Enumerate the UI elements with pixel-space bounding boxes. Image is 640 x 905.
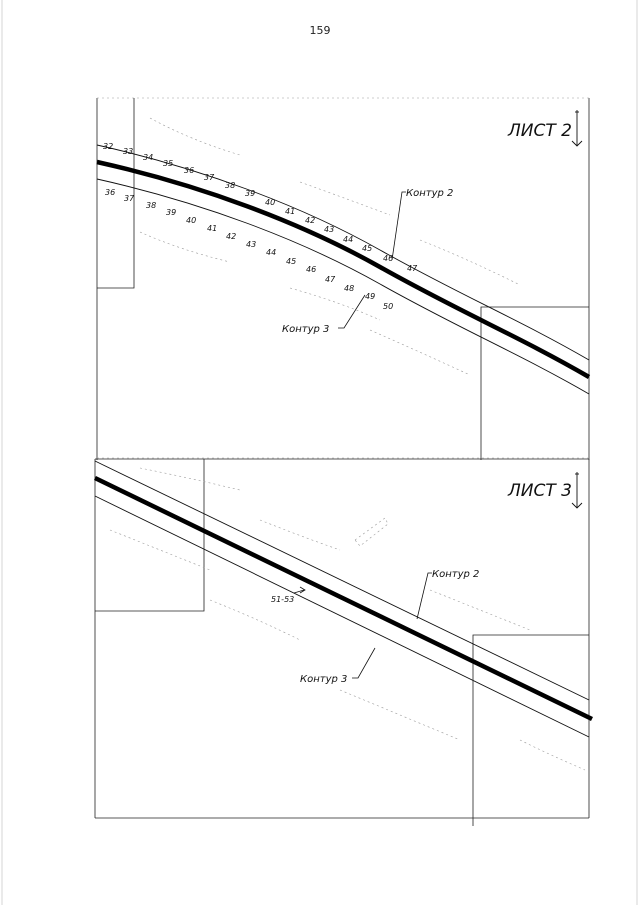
- point-label: 38: [146, 201, 156, 210]
- sheet-2-contour-2-line: [96, 144, 590, 361]
- sheet-2-contour-3-label: Контур 3: [282, 324, 329, 335]
- point-label: 42: [305, 216, 315, 225]
- sheet-2-lower-point-labels: 36 37 38 39 40 41 42 43 44 45 46 47 48 4…: [105, 188, 393, 311]
- point-label: 33: [123, 147, 133, 156]
- point-label: 36: [184, 166, 194, 175]
- sheet-3-dashed-feature: [209, 599, 301, 641]
- point-label: 37: [124, 194, 135, 203]
- sheet-3-dashed-feature: [354, 517, 389, 547]
- sheet-2-contour-2-label: Контур 2: [406, 188, 453, 199]
- point-label: 47: [325, 275, 336, 284]
- sheet-2-contour-3-line: [96, 178, 590, 395]
- sheet-3-point-range-label: 51-53: [271, 595, 294, 604]
- sheet-2-title: ЛИСТ 2: [507, 121, 572, 141]
- sheet-3: 51-53 Контур 2 Контур 3 ЛИСТ 3: [94, 458, 593, 826]
- point-label: 38: [225, 181, 235, 190]
- sheet-3-inset-right: [472, 634, 589, 826]
- sheet-2-dashed-feature: [299, 181, 391, 216]
- sheet-3-dashed-feature: [339, 689, 461, 741]
- sheet-2-road-centerline: [96, 159, 591, 379]
- point-label: 36: [105, 188, 115, 197]
- point-label: 32: [103, 142, 113, 151]
- sheet-3-inset-left: [95, 459, 205, 612]
- point-label: 40: [265, 198, 275, 207]
- point-label: 49: [365, 292, 375, 301]
- point-label: 46: [383, 254, 393, 263]
- sheet-2-dashed-feature: [419, 239, 521, 286]
- sheet-3-contour-2-line: [94, 460, 590, 701]
- sheet-3-dashed-feature: [139, 467, 241, 491]
- point-label: 47: [407, 264, 418, 273]
- point-label: 45: [286, 257, 296, 266]
- point-label: 37: [204, 173, 215, 182]
- page-number: 159: [309, 24, 331, 37]
- sheet-3-dashed-feature: [519, 739, 586, 771]
- point-label: 44: [266, 248, 276, 257]
- sheet-3-dashed-feature: [109, 529, 211, 571]
- point-label: 35: [163, 159, 173, 168]
- north-arrow-icon: [571, 110, 583, 147]
- point-label: 40: [186, 216, 196, 225]
- sheet-2-upper-point-labels: 32 33 34 35 36 37 38 39 40 41 42 43 44 4…: [103, 142, 418, 273]
- sheet-2-dashed-feature: [369, 329, 471, 376]
- sheet-3-dashed-feature: [259, 519, 341, 551]
- sheet-2-contour-3-leader: [338, 294, 366, 329]
- point-label: 43: [324, 225, 334, 234]
- sheet-2-dashed-feature: [149, 117, 241, 156]
- sheet-3-contour-2-leader: [416, 572, 432, 620]
- sheet-3-contour-3-leader: [352, 647, 376, 679]
- point-label: 41: [207, 224, 217, 233]
- north-arrow-icon: [571, 472, 583, 509]
- sheet-3-dashed-feature: [429, 589, 531, 631]
- sheet-3-title: ЛИСТ 3: [507, 481, 572, 501]
- point-label: 45: [362, 244, 372, 253]
- sheet-2-inset-left: [97, 98, 135, 289]
- point-marker-icon: [293, 586, 306, 594]
- point-label: 34: [143, 153, 153, 162]
- point-label: 50: [383, 302, 393, 311]
- point-label: 39: [245, 189, 255, 198]
- sheet-3-contour-3-line: [94, 495, 590, 738]
- point-label: 39: [166, 208, 176, 217]
- sheet-2-contour-2-leader: [391, 191, 406, 261]
- point-label: 44: [343, 235, 353, 244]
- point-label: 43: [246, 240, 256, 249]
- sheet-2: 32 33 34 35 36 37 38 39 40 41 42 43 44 4…: [96, 97, 591, 460]
- sheet-2-dashed-feature: [139, 231, 231, 263]
- point-label: 42: [226, 232, 236, 241]
- sheet-3-contour-2-label: Контур 2: [432, 569, 479, 580]
- sheet-2-inset-right: [480, 306, 589, 460]
- sheet-2-dashed-feature: [289, 287, 381, 321]
- point-label: 48: [344, 284, 354, 293]
- sheet-3-contour-3-label: Контур 3: [300, 674, 347, 685]
- point-label: 46: [306, 265, 316, 274]
- point-label: 41: [285, 207, 295, 216]
- sheet-3-road-centerline: [94, 475, 593, 722]
